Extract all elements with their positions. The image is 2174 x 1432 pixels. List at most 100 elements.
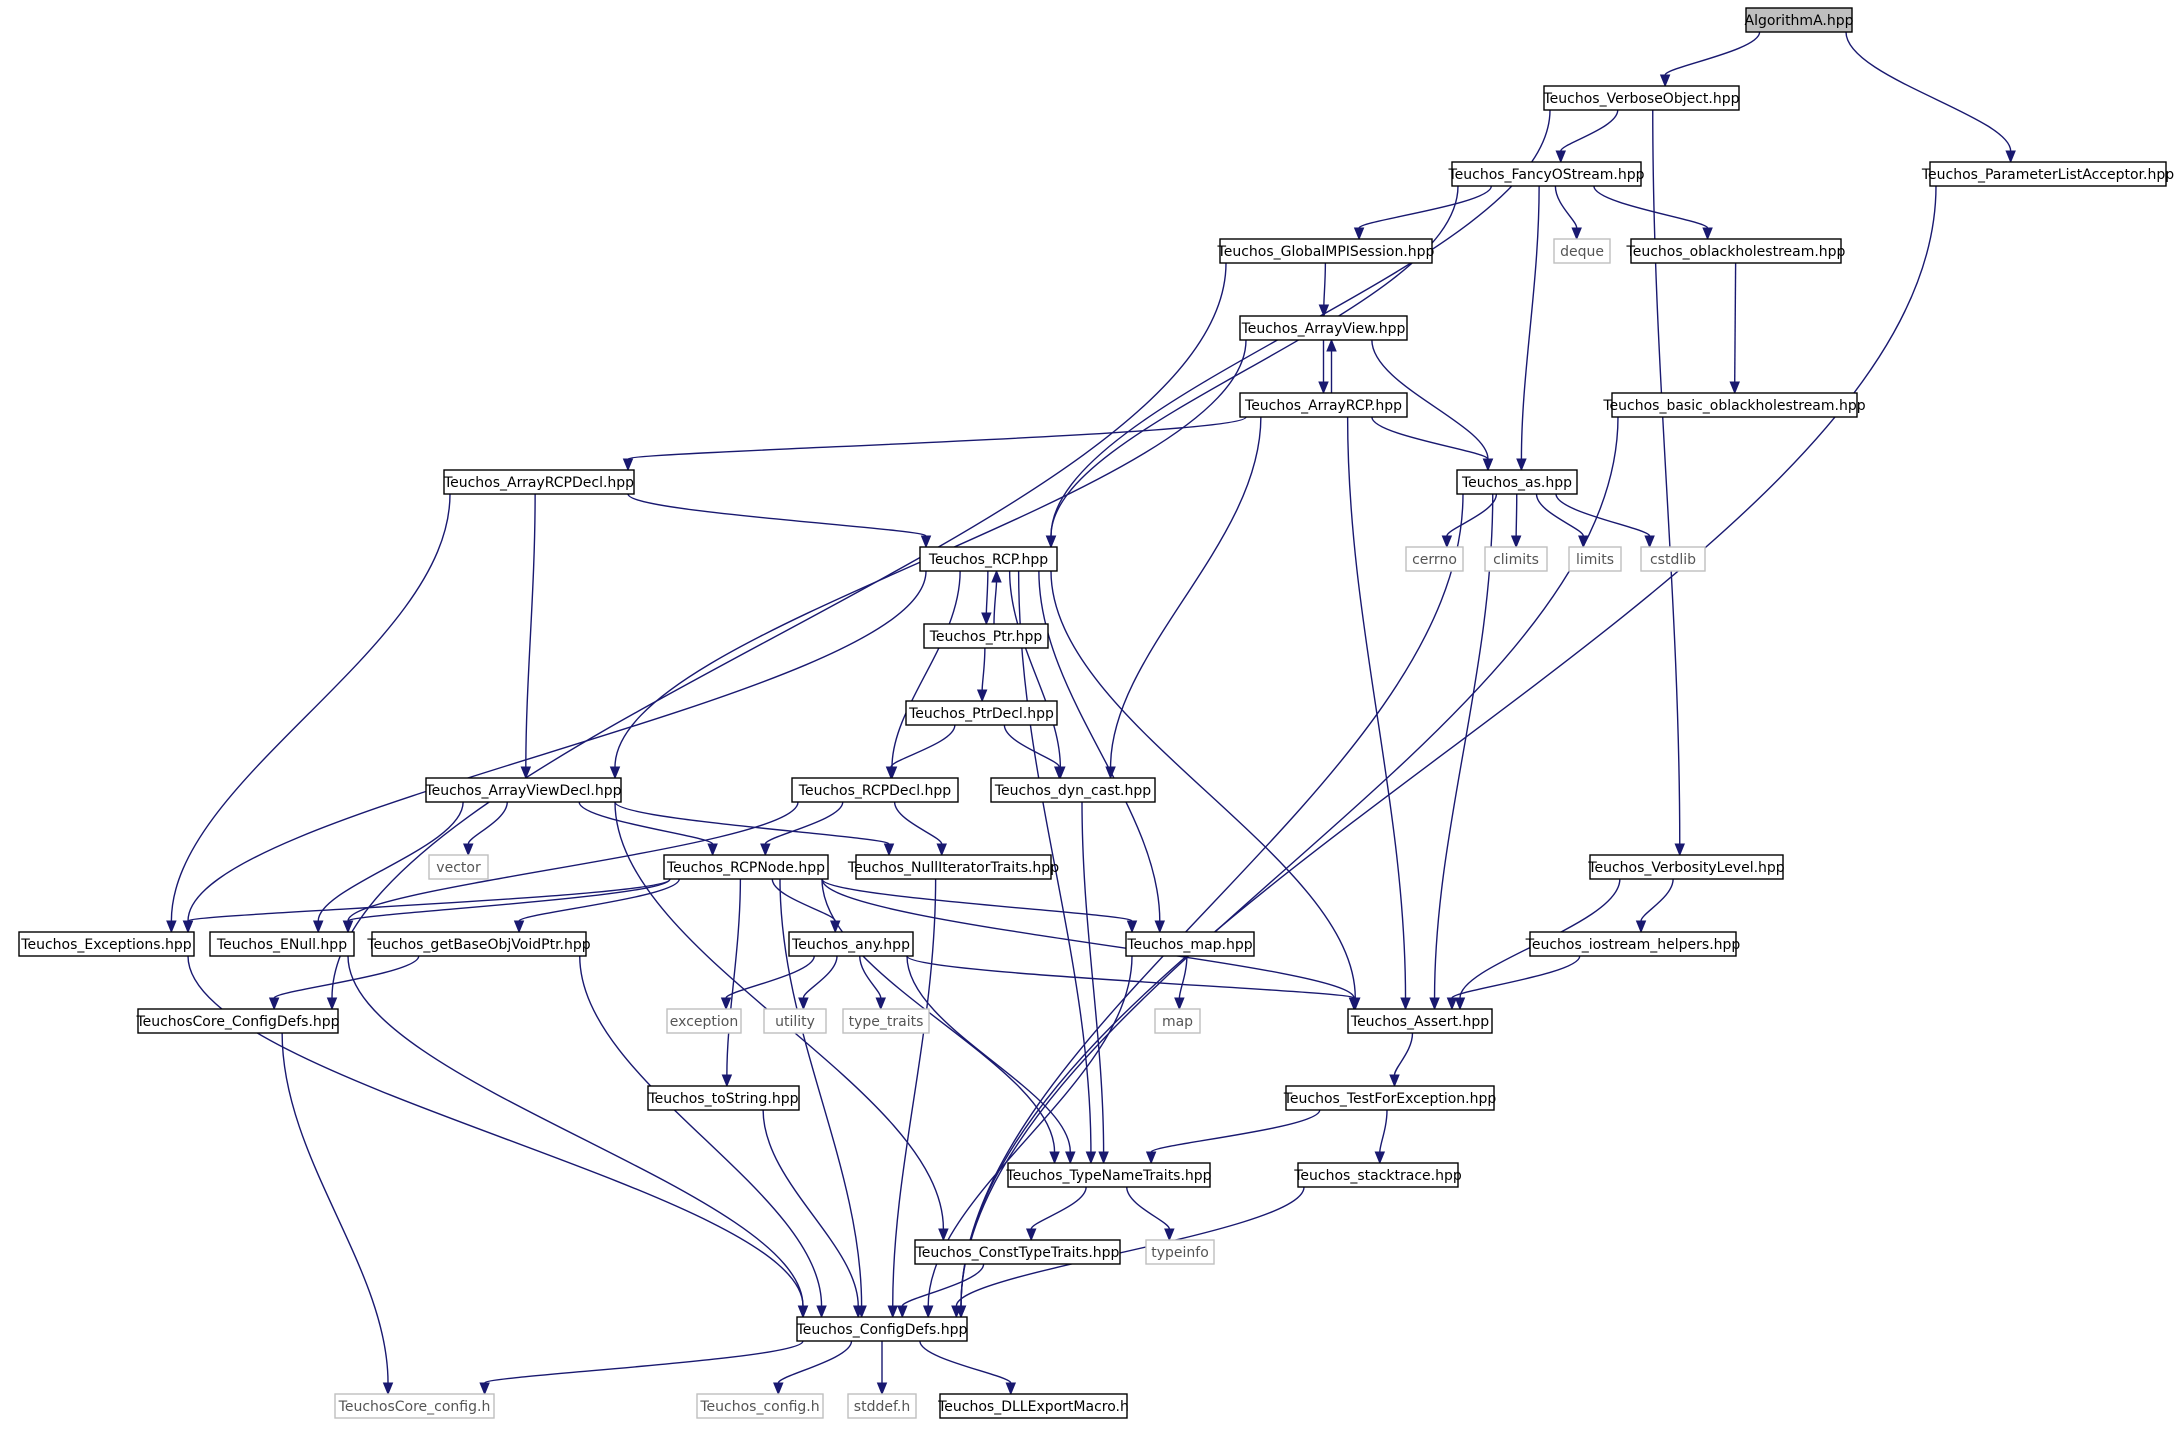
node-getbaseobjvoidptr[interactable]: Teuchos_getBaseObjVoidPtr.hpp — [366, 931, 591, 957]
edge-line — [821, 878, 1355, 999]
node-rcp[interactable]: Teuchos_RCP.hpp — [919, 546, 1058, 572]
node-label: stddef.h — [854, 1399, 910, 1415]
edge-testforexception-to-typenametraits — [1145, 1109, 1321, 1165]
node-label: utility — [775, 1014, 815, 1030]
arrowhead-icon — [1054, 766, 1065, 780]
node-box — [443, 469, 635, 495]
node-arrayrcpdecl[interactable]: Teuchos_ArrayRCPDecl.hpp — [443, 469, 635, 495]
arrowhead-icon — [976, 689, 988, 703]
edge-line — [1126, 1186, 1171, 1230]
node-box — [855, 854, 1052, 880]
node-testforexception[interactable]: Teuchos_TestForException.hpp — [1283, 1085, 1497, 1111]
node-label: vector — [436, 860, 481, 876]
node-tostring[interactable]: Teuchos_toString.hpp — [647, 1085, 800, 1111]
node-iostream-helpers[interactable]: Teuchos_iostream_helpers.hpp — [1525, 931, 1741, 957]
node-dyn-cast[interactable]: Teuchos_dyn_cast.hpp — [990, 777, 1156, 803]
arrowhead-icon — [1025, 1228, 1037, 1242]
edge-line — [331, 262, 1227, 999]
node-map-hpp[interactable]: Teuchos_map.hpp — [1125, 931, 1255, 957]
node-ptrdecl[interactable]: Teuchos_PtrDecl.hpp — [905, 700, 1058, 726]
node-any[interactable]: Teuchos_any.hpp — [788, 931, 914, 957]
edge-ptr-to-ptrdecl — [976, 647, 988, 703]
node-oblackholestream[interactable]: Teuchos_oblackholestream.hpp — [1626, 238, 1846, 264]
edge-as-to-cstdlib — [1555, 493, 1655, 549]
node-box — [842, 1008, 930, 1034]
edge-line — [960, 185, 1937, 1307]
edge-testforexception-to-stacktrace — [1374, 1109, 1388, 1165]
node-label: Teuchos_iostream_helpers.hpp — [1525, 937, 1741, 953]
edge-line — [955, 1186, 1305, 1307]
node-stddef-h: stddef.h — [847, 1393, 917, 1419]
node-consttypetraits[interactable]: Teuchos_ConstTypeTraits.hpp — [914, 1239, 1121, 1265]
arrowhead-icon — [852, 1305, 864, 1319]
node-parameterlistacceptor[interactable]: Teuchos_ParameterListAcceptor.hpp — [1921, 161, 2174, 187]
arrowhead-icon — [1318, 304, 1330, 318]
node-configdefs[interactable]: Teuchos_ConfigDefs.hpp — [796, 1316, 968, 1342]
node-label: Teuchos_FancyOStream.hpp — [1447, 167, 1644, 183]
edge-ptrdecl-to-dyn_cast — [1003, 724, 1065, 780]
node-box — [1239, 315, 1408, 341]
node-arrayrcp[interactable]: Teuchos_ArrayRCP.hpp — [1239, 392, 1408, 418]
edge-line — [627, 416, 1247, 460]
node-as[interactable]: Teuchos_as.hpp — [1456, 469, 1578, 495]
node-enull[interactable]: Teuchos_ENull.hpp — [209, 931, 355, 957]
node-arrayview[interactable]: Teuchos_ArrayView.hpp — [1239, 315, 1408, 341]
node-coreconfigdefs[interactable]: TeuchosCore_ConfigDefs.hpp — [135, 1008, 340, 1034]
edge-rcpnode-to-typenametraits — [821, 878, 1060, 1165]
node-label: Teuchos_ArrayRCP.hpp — [1244, 398, 1402, 414]
node-verbositylevel[interactable]: Teuchos_VerbosityLevel.hpp — [1587, 854, 1785, 880]
arrowhead-icon — [609, 766, 621, 780]
node-box — [763, 1008, 827, 1034]
edge-line — [579, 955, 823, 1307]
node-label: Teuchos_dyn_cast.hpp — [994, 783, 1151, 799]
node-verboseobject[interactable]: Teuchos_VerboseObject.hpp — [1543, 85, 1740, 111]
node-rcpdecl[interactable]: Teuchos_RCPDecl.hpp — [791, 777, 959, 803]
edge-line — [1081, 801, 1105, 1153]
node-label: type_traits — [849, 1014, 924, 1030]
arrowhead-icon — [1644, 535, 1655, 549]
edge-line — [281, 1032, 389, 1384]
node-typenametraits[interactable]: Teuchos_TypeNameTraits.hpp — [1005, 1162, 1212, 1188]
node-basic-oblackholestream[interactable]: Teuchos_basic_oblackholestream.hpp — [1602, 392, 1866, 418]
node-box — [371, 931, 587, 957]
edge-configdefs-to-coreconfig_h — [479, 1340, 804, 1396]
node-nulliteratortraits[interactable]: Teuchos_NullIteratorTraits.hpp — [847, 854, 1059, 880]
edge-nulliteratortraits-to-configdefs — [887, 878, 937, 1319]
arrowhead-icon — [382, 1382, 394, 1396]
node-label: Teuchos_getBaseObjVoidPtr.hpp — [366, 937, 590, 953]
edge-iostream_helpers-to-assert — [1446, 955, 1581, 1011]
node-arrayviewdecl[interactable]: Teuchos_ArrayViewDecl.hpp — [424, 777, 622, 803]
edge-oblackholestream-to-basic_oblackholestream — [1729, 262, 1740, 395]
node-exceptions[interactable]: Teuchos_Exceptions.hpp — [18, 931, 195, 957]
node-label: Teuchos_VerboseObject.hpp — [1543, 91, 1740, 107]
node-globalmpisession[interactable]: Teuchos_GlobalMPISession.hpp — [1217, 238, 1435, 264]
node-box — [923, 623, 1049, 649]
edge-configdefs-to-config_h — [773, 1340, 853, 1396]
edge-rcpnode-to-map_hpp — [821, 878, 1138, 934]
arrowhead-icon — [920, 535, 932, 549]
node-label: Teuchos_ENull.hpp — [216, 937, 347, 953]
node-dllexportmacro[interactable]: Teuchos_DLLExportMacro.h — [937, 1393, 1129, 1419]
node-ptr[interactable]: Teuchos_Ptr.hpp — [923, 623, 1049, 649]
node-algorithma[interactable]: AlgorithmA.hpp — [1745, 7, 1854, 33]
edge-line — [802, 955, 838, 999]
arrowhead-icon — [875, 997, 886, 1011]
edge-line — [764, 801, 844, 845]
node-label: Teuchos_stacktrace.hpp — [1293, 1168, 1462, 1184]
edge-arrayrcp-to-arrayview — [1326, 338, 1337, 394]
node-fancyostream[interactable]: Teuchos_FancyOStream.hpp — [1447, 161, 1645, 187]
node-box — [663, 854, 829, 880]
edge-line — [890, 724, 956, 768]
edge-stacktrace-to-configdefs — [951, 1186, 1305, 1319]
file-nodes: AlgorithmA.hppTeuchos_VerboseObject.hppT… — [18, 7, 2174, 1419]
node-exception: exception — [666, 1008, 742, 1034]
arrowhead-icon — [1446, 997, 1458, 1011]
node-label: Teuchos_VerbosityLevel.hpp — [1587, 860, 1785, 876]
node-stacktrace[interactable]: Teuchos_stacktrace.hpp — [1293, 1162, 1462, 1188]
node-assert[interactable]: Teuchos_Assert.hpp — [1347, 1008, 1493, 1034]
arrowhead-icon — [1005, 1382, 1017, 1396]
node-rcpnode[interactable]: Teuchos_RCPNode.hpp — [663, 854, 829, 880]
node-box — [1745, 7, 1853, 33]
edge-line — [892, 878, 937, 1307]
